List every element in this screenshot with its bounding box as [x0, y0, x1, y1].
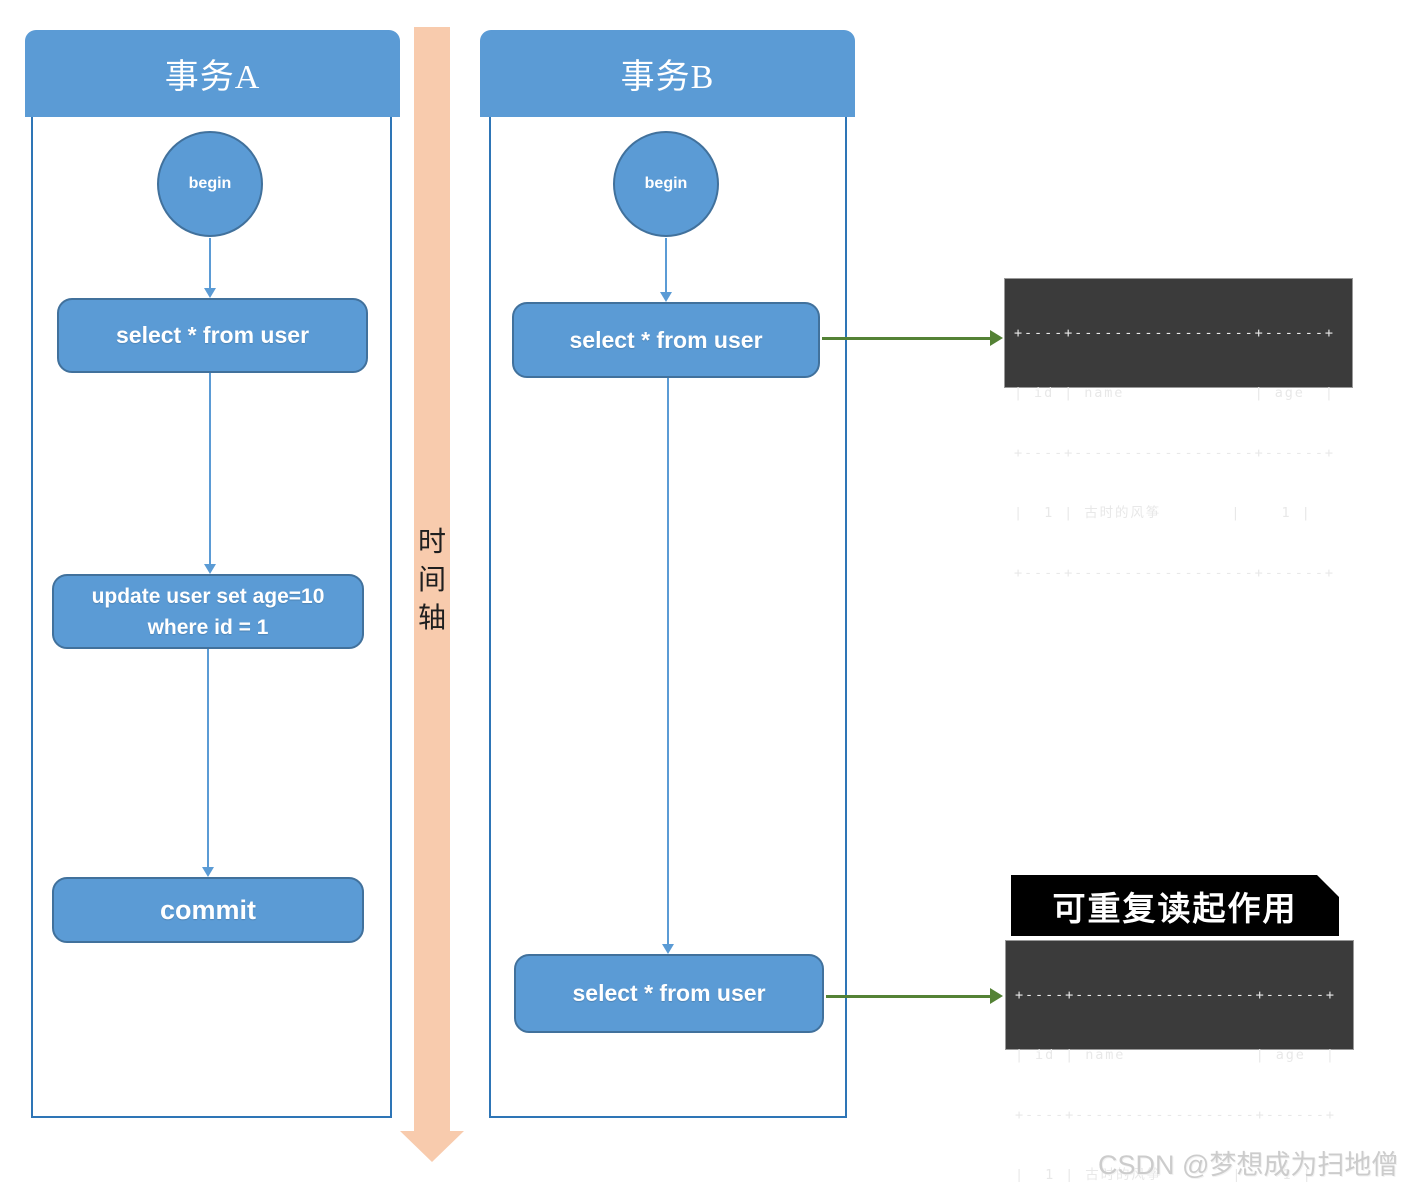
arrow-head — [990, 330, 1003, 346]
table-border-row: +----+------------------+------+ — [1014, 445, 1335, 461]
lane-a-begin-node: begin — [157, 131, 263, 237]
arrow-head — [202, 867, 214, 877]
query-result-table-top: +----+------------------+------+ | id | … — [1004, 278, 1353, 581]
arrow-shaft — [667, 378, 669, 945]
arrow-shaft — [207, 649, 209, 868]
update-node-line1: update user set age=10 — [91, 584, 325, 608]
lane-b-select1-node: select * from user — [512, 302, 820, 378]
flow-arrow-down-icon — [661, 378, 675, 954]
lane-a-header: 事务A — [25, 30, 400, 117]
arrow-head — [662, 944, 674, 954]
flow-arrow-down-icon — [203, 373, 217, 574]
query-result-table-bottom: +----+------------------+------+ | id | … — [1005, 940, 1354, 1182]
arrow-shaft — [826, 995, 992, 998]
arrow-shaft — [665, 238, 667, 293]
table-border-row: +----+------------------+------+ — [1015, 1107, 1336, 1123]
lane-a-update-node: update user set age=10 where id = 1 — [52, 574, 364, 649]
timeline-label: 时 间 轴 — [414, 524, 450, 638]
arrow-shaft — [209, 373, 211, 565]
arrow-head — [204, 288, 216, 298]
timeline-char: 间 — [417, 565, 446, 596]
arrow-head — [990, 988, 1003, 1004]
table-data-row: | 1 | 古时的风筝 | 1 | — [1014, 505, 1312, 521]
lane-a-commit-node: commit — [52, 877, 364, 943]
arrow-head — [660, 292, 672, 302]
timeline-char: 轴 — [417, 603, 446, 634]
flow-arrow-down-icon — [203, 238, 217, 298]
arrow-head — [204, 564, 216, 574]
table-header-row: | id | name | age | — [1015, 1047, 1336, 1063]
arrow-shaft — [822, 337, 992, 340]
table-data-row: | 1 | 古时的风筝 | 1 | — [1015, 1167, 1313, 1182]
flow-arrow-down-icon — [201, 649, 215, 877]
lane-b-header: 事务B — [480, 30, 855, 117]
table-border-row: +----+------------------+------+ — [1014, 565, 1335, 581]
table-border-row: +----+------------------+------+ — [1015, 987, 1336, 1003]
timeline-arrowhead-icon — [400, 1131, 464, 1162]
table-border-row: +----+------------------+------+ — [1014, 325, 1335, 341]
lane-b-begin-node: begin — [613, 131, 719, 237]
result-arrow-right-icon — [822, 330, 1003, 346]
table-header-row: | id | name | age | — [1014, 385, 1335, 401]
repeatable-read-callout: 可重复读起作用 — [1011, 875, 1339, 936]
update-node-line2: where id = 1 — [147, 615, 269, 639]
timeline-char: 时 — [417, 527, 446, 558]
lane-b-select2-node: select * from user — [514, 954, 824, 1033]
flow-arrow-down-icon — [659, 238, 673, 302]
lane-a-select-node: select * from user — [57, 298, 368, 373]
arrow-shaft — [209, 238, 211, 289]
timeline-bar — [414, 27, 450, 1131]
watermark: CSDN @梦想成为扫地僧 — [1098, 1150, 1399, 1180]
result-arrow-right-icon — [826, 988, 1003, 1004]
